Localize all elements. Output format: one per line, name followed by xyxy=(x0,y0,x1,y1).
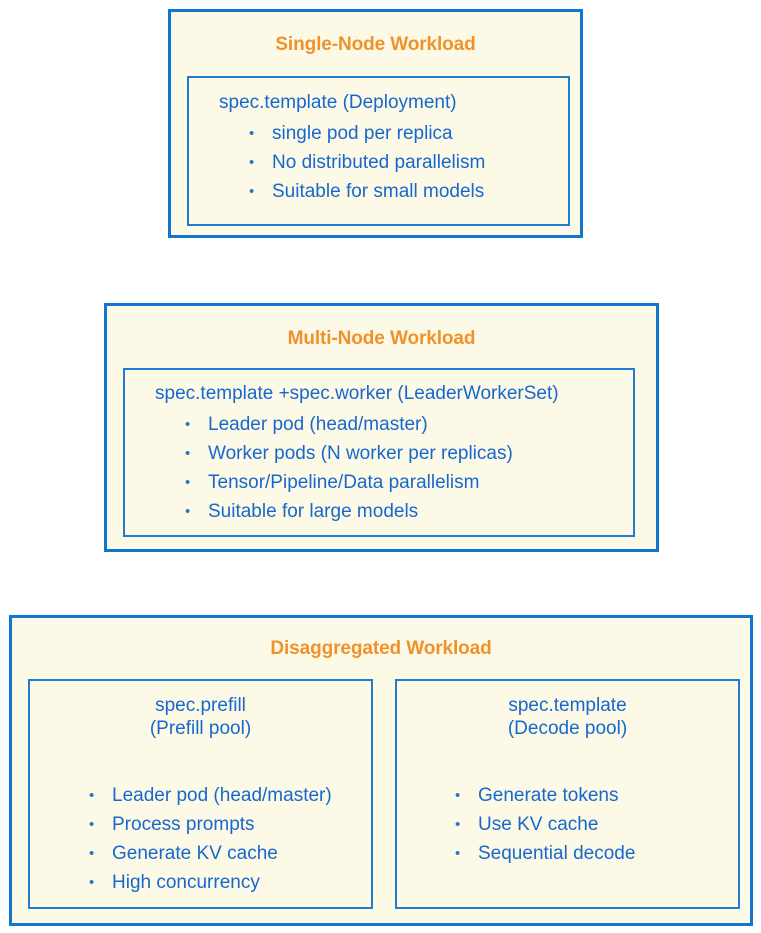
list-item: • Leader pod (head/master) xyxy=(185,410,513,439)
bullet-icon: • xyxy=(185,474,191,491)
list-item: • Generate tokens xyxy=(455,781,635,810)
list-item: • No distributed parallelism xyxy=(249,148,485,177)
list-item-label: High concurrency xyxy=(112,872,260,893)
prefill-pool-heading: spec.prefill (Prefill pool) xyxy=(30,694,371,740)
list-item-label: Suitable for large models xyxy=(208,501,419,522)
bullet-icon: • xyxy=(89,816,95,833)
bullet-icon: • xyxy=(455,816,461,833)
list-item: • Suitable for small models xyxy=(249,177,485,206)
decode-pool-heading-line1: spec.template xyxy=(508,695,627,716)
multi-node-workload-card: Multi-Node Workload spec.template +spec.… xyxy=(104,303,659,552)
single-node-spec-box: spec.template (Deployment) • single pod … xyxy=(187,76,570,226)
single-node-workload-card: Single-Node Workload spec.template (Depl… xyxy=(168,9,583,238)
bullet-icon: • xyxy=(455,845,461,862)
decode-pool-box: spec.template (Decode pool) • Generate t… xyxy=(395,679,740,909)
disaggregated-workload-title: Disaggregated Workload xyxy=(270,638,492,659)
single-node-workload-title: Single-Node Workload xyxy=(275,34,476,55)
list-item: • Tensor/Pipeline/Data parallelism xyxy=(185,468,513,497)
list-item: • Process prompts xyxy=(89,810,332,839)
single-node-spec-heading: spec.template (Deployment) xyxy=(219,92,457,113)
prefill-pool-bullet-list: • Leader pod (head/master) • Process pro… xyxy=(89,781,332,897)
list-item: • Worker pods (N worker per replicas) xyxy=(185,439,513,468)
list-item-label: Generate KV cache xyxy=(112,843,278,864)
list-item: • Leader pod (head/master) xyxy=(89,781,332,810)
bullet-icon: • xyxy=(89,845,95,862)
list-item-label: Use KV cache xyxy=(478,814,599,835)
prefill-pool-heading-line2: (Prefill pool) xyxy=(149,718,252,740)
single-node-bullet-list: • single pod per replica • No distribute… xyxy=(249,119,485,206)
list-item: • Use KV cache xyxy=(455,810,635,839)
list-item-label: Suitable for small models xyxy=(272,181,485,202)
bullet-icon: • xyxy=(89,874,95,891)
bullet-icon: • xyxy=(185,503,191,520)
list-item-label: No distributed parallelism xyxy=(272,152,486,173)
disaggregated-workload-card: Disaggregated Workload spec.prefill (Pre… xyxy=(9,615,753,926)
list-item-label: Tensor/Pipeline/Data parallelism xyxy=(208,472,480,493)
list-item: • single pod per replica xyxy=(249,119,485,148)
list-item-label: Generate tokens xyxy=(478,785,619,806)
list-item: • Generate KV cache xyxy=(89,839,332,868)
decode-pool-heading: spec.template (Decode pool) xyxy=(397,694,738,740)
multi-node-spec-box: spec.template +spec.worker (LeaderWorker… xyxy=(123,368,635,537)
list-item-label: Leader pod (head/master) xyxy=(112,785,332,806)
bullet-icon: • xyxy=(185,416,191,433)
bullet-icon: • xyxy=(249,183,255,200)
list-item: • High concurrency xyxy=(89,868,332,897)
list-item: • Suitable for large models xyxy=(185,497,513,526)
decode-pool-heading-line2: (Decode pool) xyxy=(507,718,628,740)
bullet-icon: • xyxy=(249,125,255,142)
list-item-label: Worker pods (N worker per replicas) xyxy=(208,443,513,464)
decode-pool-bullet-list: • Generate tokens • Use KV cache • Seque… xyxy=(455,781,635,868)
bullet-icon: • xyxy=(249,154,255,171)
prefill-pool-box: spec.prefill (Prefill pool) • Leader pod… xyxy=(28,679,373,909)
bullet-icon: • xyxy=(455,787,461,804)
multi-node-workload-title: Multi-Node Workload xyxy=(287,328,476,349)
list-item-label: single pod per replica xyxy=(272,123,453,144)
multi-node-spec-heading: spec.template +spec.worker (LeaderWorker… xyxy=(155,383,559,404)
multi-node-bullet-list: • Leader pod (head/master) • Worker pods… xyxy=(185,410,513,526)
bullet-icon: • xyxy=(185,445,191,462)
bullet-icon: • xyxy=(89,787,95,804)
list-item-label: Sequential decode xyxy=(478,843,636,864)
list-item: • Sequential decode xyxy=(455,839,635,868)
list-item-label: Process prompts xyxy=(112,814,255,835)
prefill-pool-heading-line1: spec.prefill xyxy=(155,695,246,716)
list-item-label: Leader pod (head/master) xyxy=(208,414,428,435)
